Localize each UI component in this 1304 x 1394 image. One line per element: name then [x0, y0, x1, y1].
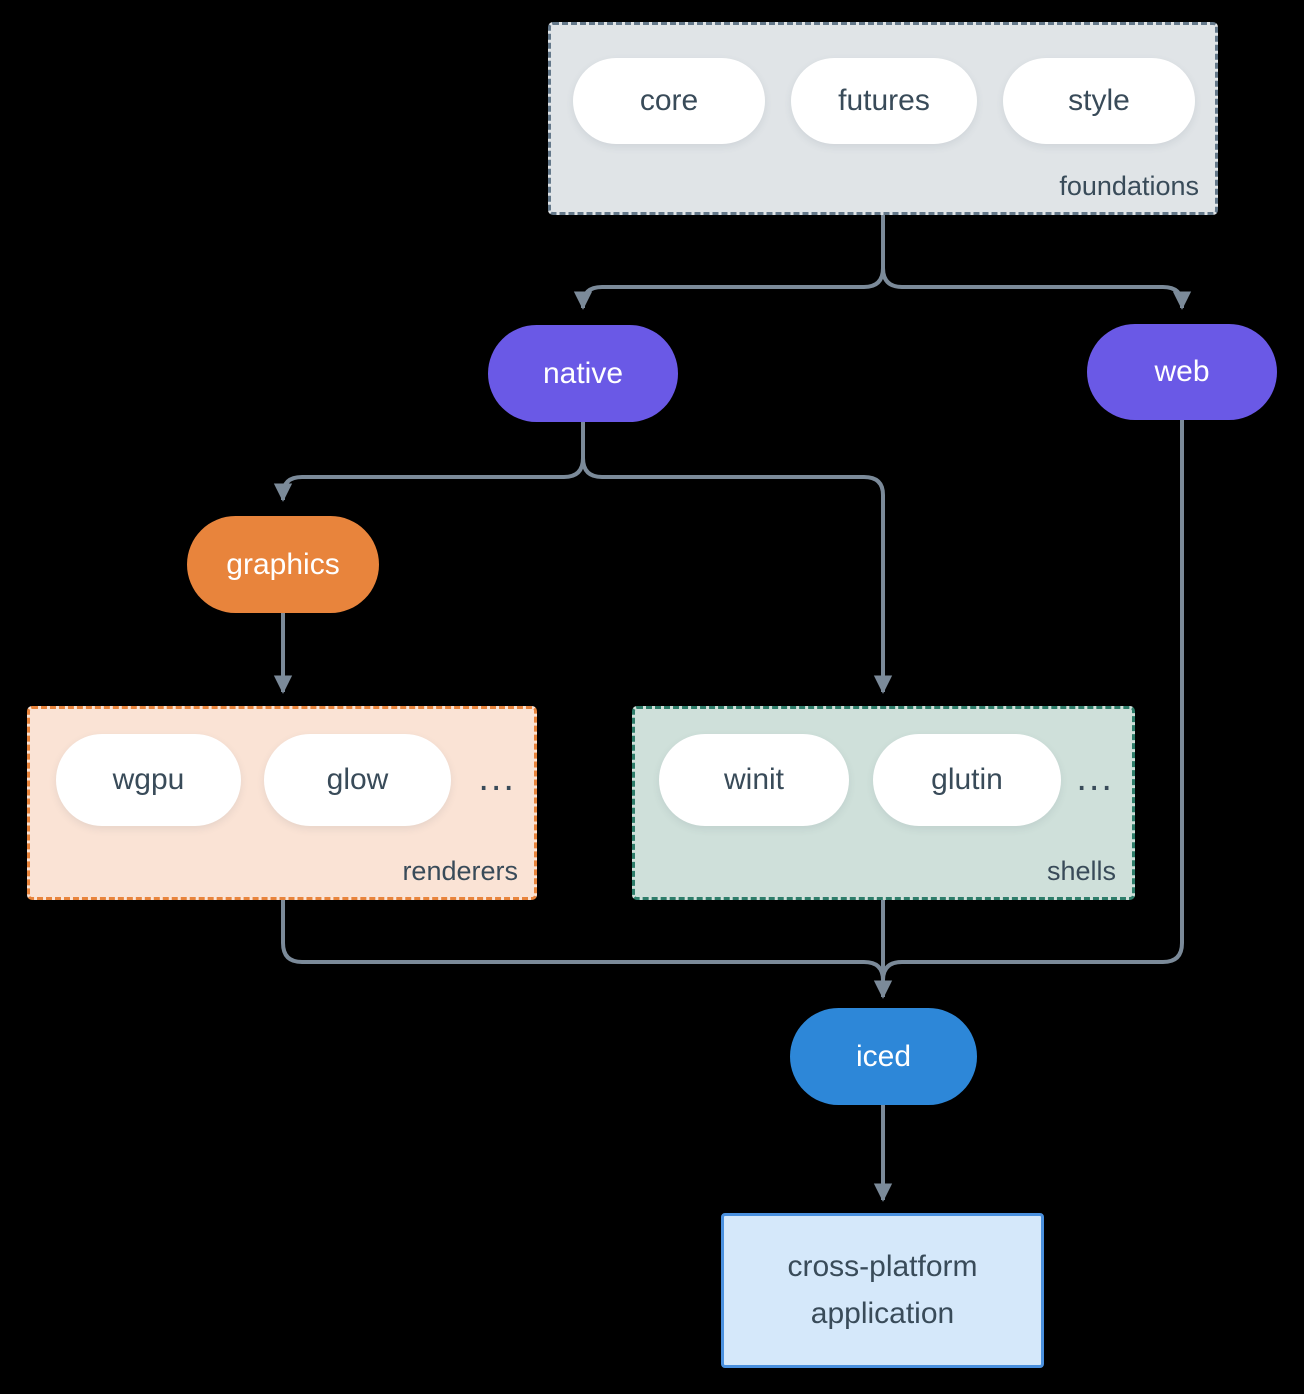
renderers-group-label: renderers [402, 856, 518, 886]
arrow-foundations-to-native [573, 267, 885, 310]
node-style-label: style [1068, 84, 1130, 117]
node-wgpu: wgpu [56, 734, 241, 826]
arrow-native-to-shells [581, 457, 893, 694]
node-glutin: glutin [873, 734, 1061, 826]
node-native: native [488, 325, 678, 422]
shells-group-label: shells [1046, 856, 1116, 886]
node-cross-platform-application: cross-platform application [721, 1213, 1044, 1368]
node-winit-label: winit [723, 763, 784, 796]
node-wgpu-label: wgpu [112, 763, 185, 796]
node-futures: futures [791, 58, 977, 144]
node-style: style [1003, 58, 1195, 144]
edge-web-to-merge [881, 420, 1184, 981]
node-core-label: core [639, 84, 699, 117]
node-web-label: web [1154, 355, 1210, 388]
shells-ellipsis: ... [1076, 757, 1114, 799]
arrow-foundations-to-web [881, 267, 1192, 310]
arrow-native-to-graphics [273, 457, 585, 502]
node-graphics: graphics [187, 516, 379, 613]
foundations-group-label: foundations [1059, 171, 1199, 201]
node-native-label: native [542, 356, 624, 390]
node-glutin-label: glutin [931, 763, 1003, 796]
renderers-ellipsis: ... [478, 757, 516, 799]
renderers-group: wgpu glow ... renderers [27, 706, 537, 900]
node-glow-label: glow [326, 763, 389, 796]
node-cross-platform-application-label: cross-platform application [787, 1250, 978, 1330]
node-glow: glow [264, 734, 451, 826]
node-web: web [1087, 324, 1277, 420]
node-iced: iced [790, 1008, 977, 1105]
node-iced-label: iced [855, 1039, 912, 1073]
node-core: core [573, 58, 765, 144]
node-graphics-label: graphics [226, 547, 340, 581]
foundations-group: core futures style foundations [548, 22, 1218, 215]
node-winit: winit [659, 734, 849, 826]
shells-group: winit glutin ... shells [632, 706, 1135, 900]
edge-renderers-to-merge [281, 900, 885, 981]
node-futures-label: futures [838, 84, 930, 117]
